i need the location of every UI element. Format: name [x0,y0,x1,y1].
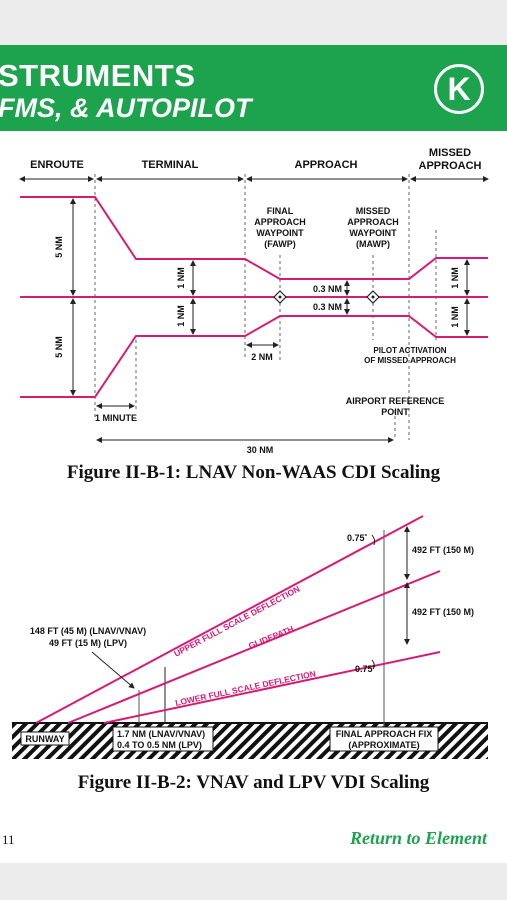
phase-approach: APPROACH [295,159,358,171]
chapter-title: STRUMENTS [0,58,196,93]
scale-terminal-upper: 1 NM [176,267,186,289]
lower-deflection-line [103,651,441,724]
threshold-arrow [91,651,135,689]
figure1-caption: Figure II-B-1: LNAV Non-WAAS CDI Scaling [66,462,441,483]
svg-text:OF MISSED APPROACH: OF MISSED APPROACH [364,356,456,365]
scale-missed-upper: 1 NM [450,267,460,289]
phase-missed-approach: APPROACH [419,160,482,172]
chapter-subtitle: FMS, & AUTOPILOT [0,93,252,123]
mawp-symbol [366,290,380,304]
svg-text:PILOT ACTIVATION: PILOT ACTIVATION [373,346,446,355]
angle-lower-arc [371,659,375,670]
phase-terminal: TERMINAL [142,159,199,171]
upper-deflection-line [35,515,424,724]
threshold-label: 148 FT (45 M) (LNAV/VNAV) 49 FT (15 M) (… [30,626,146,648]
scale-approach-lower: 0.3 NM [313,302,342,312]
svg-text:WAYPOINT: WAYPOINT [256,228,304,238]
runway-box [20,731,70,746]
svg-text:FINAL: FINAL [267,206,294,216]
pilot-activation-label: PILOT ACTIVATION OF MISSED APPROACH [364,346,456,365]
scale-enroute-upper: 5 NM [54,236,64,258]
return-to-element-link[interactable]: Return to Element [349,828,487,848]
scale-labels: 5 NM 5 NM 1 NM 1 NM 1 NM 1 NM 0.3 NM 0.3… [54,236,460,358]
svg-text:0.4 TO 0.5 NM (LPV): 0.4 TO 0.5 NM (LPV) [117,740,202,750]
top-bar [0,0,507,45]
fawp-label: FINAL APPROACH WAYPOINT (FAWP) [254,206,306,249]
svg-text:APPROACH: APPROACH [347,217,399,227]
page-number: 11 [2,832,15,847]
lower-boundary-line [20,315,488,398]
svg-text:(MAWP): (MAWP) [356,239,390,249]
scale-terminal-lower: 1 NM [176,305,186,327]
svg-text:AIRPORT REFERENCE: AIRPORT REFERENCE [346,396,445,406]
upper-deflection-label: UPPER FULL SCALE DEFLECTION [172,584,301,659]
runway-label: RUNWAY [25,734,64,744]
glidepath-line [67,570,441,724]
distance-label: 1.7 NM (LNAV/VNAV) 0.4 TO 0.5 NM (LPV) [117,729,205,750]
angle-lower-label: 0.75˚ [355,664,376,674]
phase-missed: MISSED [429,147,471,159]
thirty-nm-label: 30 NM [247,445,274,455]
svg-text:POINT: POINT [381,407,409,417]
ft-lower-label: 492 FT (150 M) [412,607,474,617]
one-minute-label: 1 MINUTE [95,413,137,423]
glidepath-label: GLIDEPATH [247,624,295,651]
airport-reference-label: AIRPORT REFERENCE POINT [346,396,445,417]
lower-deflection-label: LOWER FULL SCALE DEFLECTION [174,668,316,708]
svg-text:FINAL APPROACH FIX: FINAL APPROACH FIX [336,729,433,739]
svg-text:APPROACH: APPROACH [254,217,306,227]
ft-upper-label: 492 FT (150 M) [412,545,474,555]
svg-text:WAYPOINT: WAYPOINT [349,228,397,238]
scale-arrows [70,198,470,396]
vdi-lines [35,515,441,724]
faf-box [329,726,439,752]
svg-text:1.7 NM (LNAV/VNAV): 1.7 NM (LNAV/VNAV) [117,729,205,739]
two-nm-label: 2 NM [251,352,273,362]
faf-label: FINAL APPROACH FIX (APPROXIMATE) [336,729,433,750]
scale-enroute-lower: 5 NM [54,336,64,358]
svg-text:148 FT (45 M) (LNAV/VNAV): 148 FT (45 M) (LNAV/VNAV) [30,626,146,636]
vnav-lpv-vdi-diagram: RUNWAY 1.7 NM (LNAV/VNAV) 0.4 TO 0.5 NM … [12,515,488,759]
svg-text:(APPROXIMATE): (APPROXIMATE) [348,740,419,750]
chapter-header: STRUMENTS FMS, & AUTOPILOT K [0,45,507,131]
distance-box [112,726,214,752]
upper-boundary-line [20,196,488,280]
figure2-caption: Figure II-B-2: VNAV and LPV VDI Scaling [77,772,430,793]
svg-text:49 FT (15 M) (LPV): 49 FT (15 M) (LPV) [49,638,127,648]
scale-approach-upper: 0.3 NM [313,284,342,294]
scale-missed-lower: 1 NM [450,306,460,328]
svg-text:MISSED: MISSED [356,206,391,216]
angle-upper-arc [371,534,376,546]
angle-upper-label: 0.75˚ [347,533,368,543]
fawp-symbol [273,290,287,304]
phase-enroute: ENROUTE [30,159,84,171]
mawp-label: MISSED APPROACH WAYPOINT (MAWP) [347,206,399,249]
bottom-bar [0,863,507,900]
svg-text:(FAWP): (FAWP) [264,239,296,249]
chapter-badge: K [434,64,484,114]
lnav-cdi-scaling-diagram: ENROUTE TERMINAL APPROACH MISSED APPROAC… [19,147,489,455]
cdi-boundary-lines [20,196,488,398]
